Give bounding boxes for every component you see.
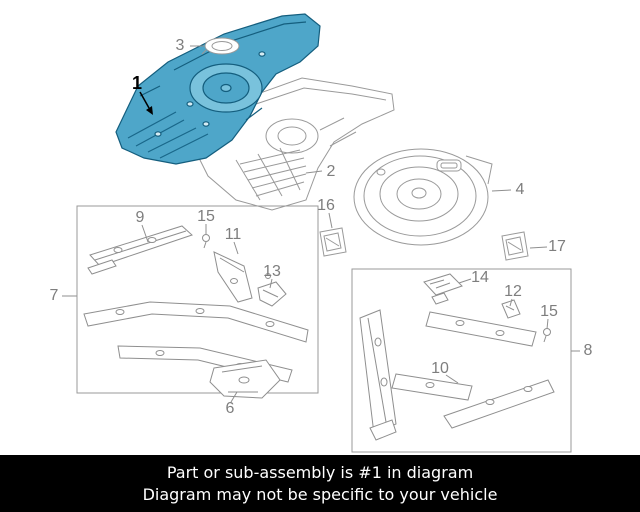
part-16-bracket [319, 227, 347, 257]
callout-1-arrow [139, 91, 153, 115]
callout-6: 6 [225, 400, 235, 417]
diagram-art [62, 13, 580, 453]
callout-9: 9 [135, 209, 145, 226]
callout-15-right: 15 [540, 303, 558, 320]
group-7-rails [83, 225, 309, 399]
callout-1: 1 [131, 73, 143, 93]
callout-3: 3 [175, 37, 185, 54]
callout-14: 14 [471, 269, 489, 286]
part-17-bracket [501, 231, 529, 261]
callout-17: 17 [548, 238, 566, 255]
callout-16: 16 [317, 197, 335, 214]
callout-2: 2 [326, 163, 336, 180]
part-3-plug [201, 37, 240, 55]
group-8-rails [359, 273, 555, 441]
group-8-box [351, 268, 572, 453]
callout-8: 8 [583, 342, 593, 359]
disclaimer-banner: Part or sub-assembly is #1 in diagram Di… [0, 455, 640, 512]
callout-13: 13 [263, 263, 281, 280]
callout-10: 10 [431, 360, 449, 377]
callout-11: 11 [224, 226, 242, 243]
callout-12: 12 [504, 283, 522, 300]
callout-4: 4 [515, 181, 525, 198]
leader-lines [62, 45, 580, 403]
group-7-box [76, 205, 319, 394]
callout-7: 7 [49, 287, 59, 304]
part-4-spare-tire-tub [353, 148, 493, 246]
banner-line-2: Diagram may not be specific to your vehi… [142, 485, 498, 504]
callout-15-left: 15 [197, 208, 215, 225]
banner-line-1: Part or sub-assembly is #1 in diagram [166, 463, 474, 482]
part-1-floor-pan-highlighted [115, 13, 321, 165]
